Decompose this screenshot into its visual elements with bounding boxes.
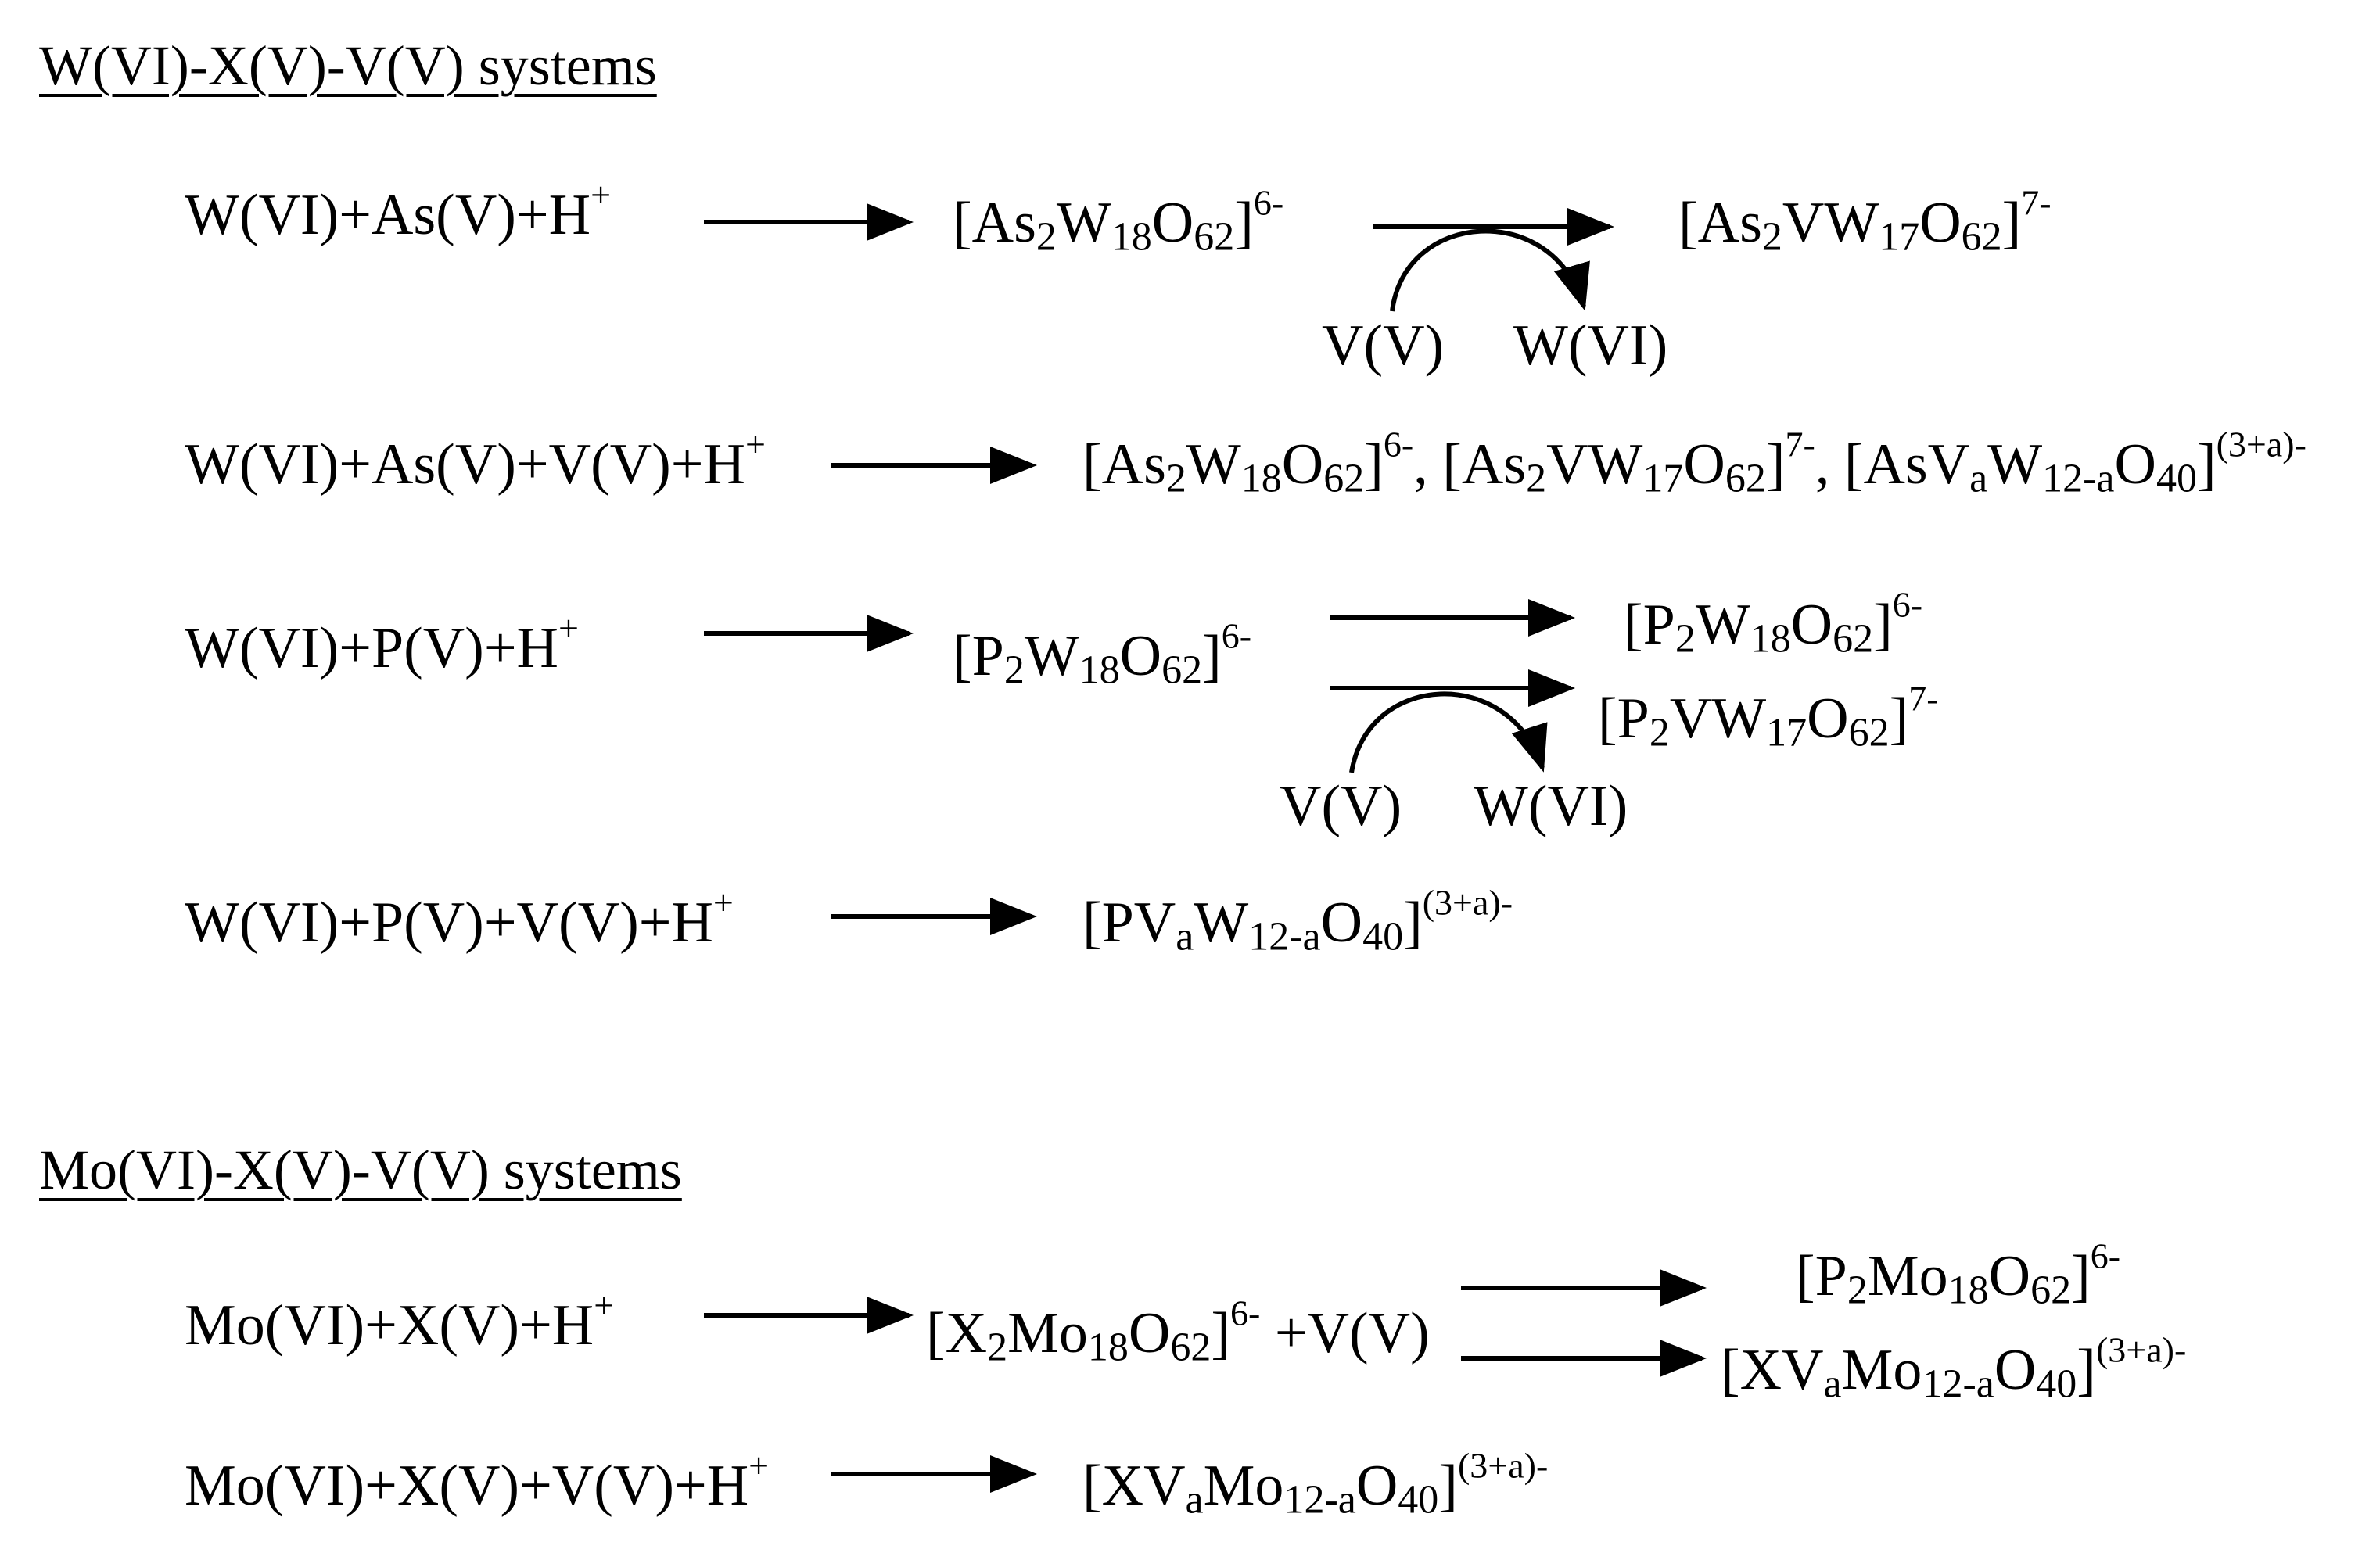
- heading-molybdenum-systems: Mo(VI)-X(V)-V(V) systems: [39, 1139, 682, 1201]
- r3-curved-arrow: [1349, 691, 1548, 773]
- r5-product-formula: [X2Mo18O62]6- +V(V): [926, 1293, 1430, 1370]
- r2-products: [As2W18O62]6-, [As2VW17O62]7-, [AsVaW12-…: [1082, 424, 2306, 501]
- r3-output-1-formula: [P2W18O62]6-: [1624, 584, 1923, 662]
- r4-reactants: W(VI)+P(V)+V(V)+H+: [185, 882, 734, 955]
- r4-product-formula: [PVaW12-aO40](3+a)-: [1082, 882, 1513, 959]
- r1-curve-input-label: V(V): [1322, 314, 1445, 378]
- r6-product-formula: [XVaMo12-aO40](3+a)-: [1082, 1445, 1549, 1523]
- r5-reactants: Mo(VI)+X(V)+H+: [185, 1285, 615, 1358]
- r1-product-formula: [As2W18O62]6-: [953, 182, 1284, 260]
- r1-reactants: W(VI)+As(V)+H+: [185, 174, 612, 247]
- r2-reactants: W(VI)+As(V)+V(V)+H+: [185, 424, 766, 497]
- r3-curve-output-label: W(VI): [1474, 774, 1628, 838]
- r1-final-formula: [As2VW17O62]7-: [1678, 182, 2052, 260]
- r3-product-formula: [P2W18O62]6-: [953, 615, 1252, 693]
- r1-curved-arrow: [1390, 228, 1590, 312]
- r5-output-2-formula: [XVaMo12-aO40](3+a)-: [1721, 1329, 2187, 1407]
- r1-curve-output-label: W(VI): [1513, 314, 1668, 378]
- r3-output-2-formula: [P2VW17O62]7-: [1598, 678, 1939, 755]
- r3-reactants: W(VI)+P(V)+H+: [185, 608, 579, 680]
- r6-reactants: Mo(VI)+X(V)+V(V)+H+: [185, 1445, 770, 1518]
- heading-tungsten-systems: W(VI)-X(V)-V(V) systems: [39, 34, 657, 97]
- r5-output-1-formula: [P2Mo18O62]6-: [1796, 1236, 2121, 1313]
- r3-curve-input-label: V(V): [1280, 774, 1402, 838]
